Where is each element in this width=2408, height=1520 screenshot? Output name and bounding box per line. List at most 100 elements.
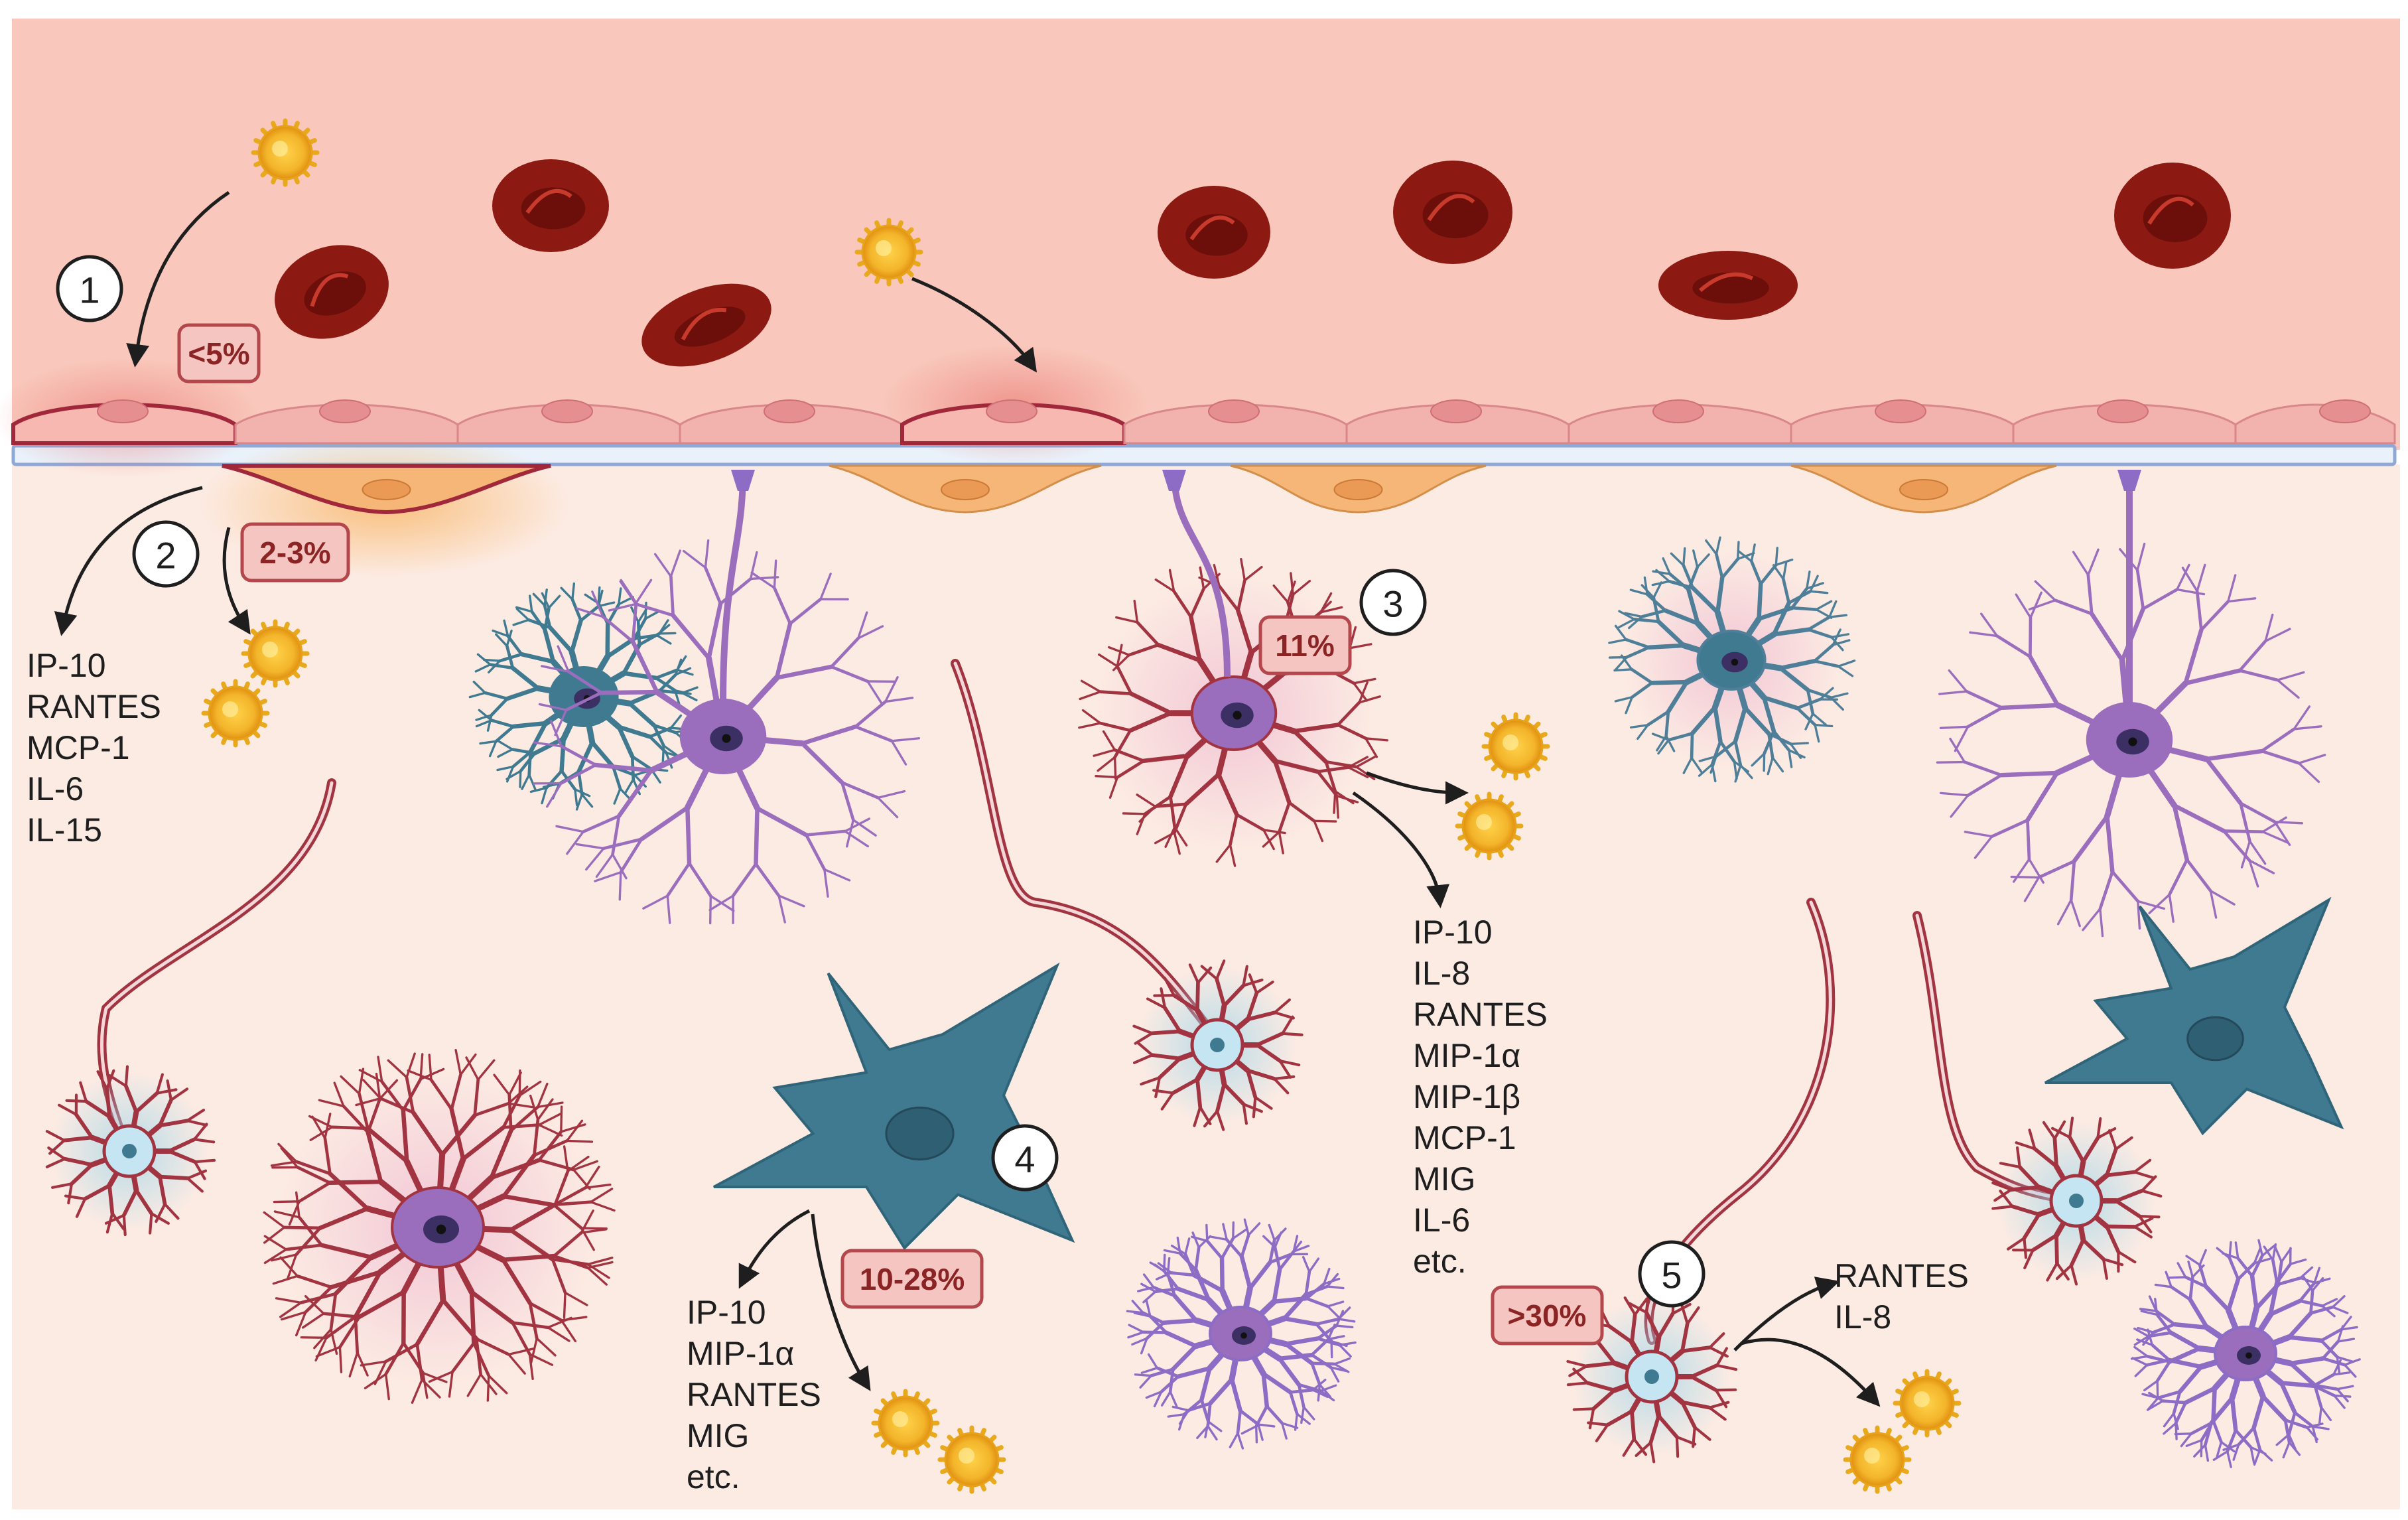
endothelial-cell-icon: [1345, 399, 1570, 445]
cytokine-label: etc.: [687, 1458, 740, 1495]
svg-text:>30%: >30%: [1508, 1298, 1587, 1333]
infected-pericyte-icon: [222, 464, 551, 515]
virus-particle-icon: [251, 118, 320, 187]
arrow-step4-cytokines: [738, 1209, 811, 1289]
endothelial-cell-icon: [1790, 399, 2015, 445]
cytokine-label: MIG: [687, 1417, 749, 1454]
astrocyte-icon: [1936, 543, 2326, 937]
badge-step5: >30%: [1491, 1285, 1604, 1346]
red-blood-cell-icon: [1393, 161, 1512, 264]
virus-particle-icon: [1843, 1425, 1912, 1494]
virus-particle-icon: [1455, 792, 1524, 861]
cytokine-label: IL-8: [1413, 955, 1470, 992]
red-blood-cell-icon: [492, 159, 609, 252]
cytokine-label: MIP-1β: [1413, 1078, 1520, 1115]
cytokine-label: IP-10: [687, 1294, 766, 1331]
endothelial-cell-icon: [456, 399, 681, 445]
astrocyte-icon-infected: [263, 1049, 616, 1404]
step-number-1: 1: [56, 255, 123, 322]
cytokines-step4: IP-10 MIP-1α RANTES MIG etc.: [687, 1294, 821, 1495]
astrocyte-endfoot: [720, 470, 755, 704]
svg-text:5: 5: [1661, 1255, 1682, 1296]
virus-particle-icon: [1481, 712, 1550, 781]
cytokine-label: IL-15: [27, 811, 102, 849]
cytokine-label: MIP-1α: [1413, 1037, 1520, 1074]
svg-text:2-3%: 2-3%: [259, 535, 330, 570]
badge-step2: 2-3%: [240, 522, 350, 583]
cytokine-label: RANTES: [1413, 996, 1548, 1033]
svg-text:<5%: <5%: [188, 336, 249, 371]
neuron-axon: [951, 659, 1219, 1040]
cytokine-label: IP-10: [27, 647, 106, 684]
cytokine-label: MIG: [1413, 1160, 1475, 1198]
pericyte-layer: [222, 464, 2057, 515]
arrow-step1-virus-to-endothelium: [126, 190, 230, 368]
red-blood-cell-icon: [1658, 251, 1798, 320]
arrow-step3-cytokines: [1352, 791, 1450, 908]
cytokine-label: MCP-1: [1413, 1119, 1516, 1156]
cytokine-label: RANTES: [1834, 1257, 1969, 1294]
cytokine-label: etc.: [1413, 1243, 1467, 1280]
pericyte-icon: [1790, 464, 2057, 514]
astrocyte-icon: [533, 539, 920, 925]
arrow-step4-virus: [811, 1213, 871, 1391]
red-blood-cell-icon: [275, 245, 389, 339]
svg-text:3: 3: [1382, 583, 1403, 625]
astrocyte-endfoot: [1162, 470, 1231, 677]
virus-particle-icon: [1893, 1369, 1962, 1438]
step-number-4: 4: [991, 1124, 1059, 1192]
cytokine-label: IL-6: [27, 770, 84, 807]
svg-text:10-28%: 10-28%: [860, 1262, 965, 1296]
neuron-icon: [1991, 1116, 2163, 1286]
virus-particle-icon: [201, 679, 270, 748]
virus-particle-icon: [871, 1389, 940, 1458]
virus-particle-icon: [241, 619, 310, 688]
virus-particle-icon: [937, 1425, 1006, 1494]
neuron-icon: [1132, 959, 1304, 1131]
arrow-virus-to-endothelium-2: [911, 277, 1037, 373]
cytokine-label: IP-10: [1413, 914, 1493, 951]
svg-text:2: 2: [155, 535, 176, 577]
arrow-step2-virus: [222, 527, 251, 635]
svg-text:11%: 11%: [1275, 628, 1335, 663]
cytokine-label: IL-8: [1834, 1298, 1891, 1336]
virus-particle-icon: [854, 218, 923, 287]
astrocyte-endfoot: [2117, 470, 2141, 703]
cytokine-label: IL-6: [1413, 1202, 1470, 1239]
neuron-icon: [45, 1065, 216, 1237]
badge-step4: 10-28%: [840, 1249, 984, 1309]
svg-text:4: 4: [1014, 1139, 1035, 1180]
step-number-2: 2: [132, 520, 200, 588]
microglia-amoeboid-icon: [713, 962, 1075, 1251]
cytokine-label: RANTES: [687, 1376, 821, 1413]
oligodendrocyte-icon: [1126, 1218, 1357, 1450]
step-number-3: 3: [1359, 569, 1427, 636]
endothelial-cell-icon: [679, 399, 903, 445]
basement-membrane: [11, 444, 2397, 466]
svg-text:1: 1: [79, 269, 100, 311]
endothelial-cell-icon: [1123, 399, 1348, 445]
badge-step3: 11%: [1258, 615, 1352, 675]
cytokines-step2: IP-10 RANTES MCP-1 IL-6 IL-15: [27, 647, 161, 849]
neuron-icon-infected: [1566, 1291, 1738, 1464]
red-blood-cell-icon: [1158, 186, 1270, 279]
endothelium-layer: [11, 399, 2396, 445]
red-blood-cells: [275, 159, 2231, 367]
cytokines-step3: IP-10 IL-8 RANTES MIP-1α MIP-1β MCP-1 MI…: [1413, 914, 1548, 1280]
cytokine-label: MCP-1: [27, 729, 130, 766]
cytokine-label: MIP-1α: [687, 1335, 794, 1372]
arrow-step5-cytokines: [1733, 1277, 1840, 1351]
microglia-amoeboid-icon: [2044, 896, 2344, 1136]
pericyte-icon: [1230, 464, 1487, 514]
arrows: [54, 190, 1881, 1407]
arrow-step5-virus: [1741, 1338, 1881, 1407]
step-number-5: 5: [1638, 1240, 1706, 1308]
endothelial-cell-icon: [2012, 399, 2237, 445]
endothelial-cell-icon: [234, 399, 459, 445]
arrow-step2-cytokines: [54, 486, 203, 636]
infected-endothelial-cell-icon: [11, 399, 237, 445]
oligodendrocyte-icon: [2130, 1239, 2361, 1468]
arrow-step3-virus: [1366, 771, 1469, 805]
badge-step1: <5%: [177, 323, 261, 383]
